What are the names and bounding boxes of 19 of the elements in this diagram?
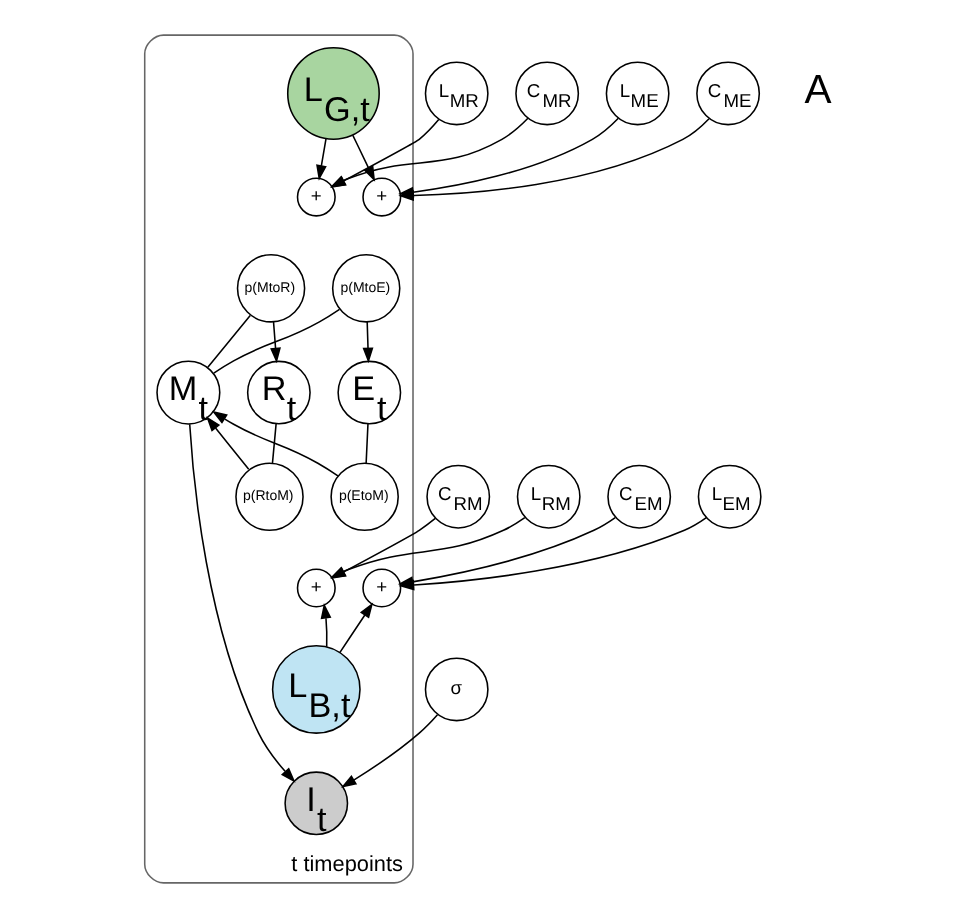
arrow bbox=[315, 138, 326, 181]
connector bbox=[270, 423, 276, 464]
connector bbox=[364, 423, 368, 464]
arrow bbox=[210, 410, 338, 477]
node-circle: + bbox=[295, 568, 335, 608]
connector bbox=[212, 308, 340, 374]
arrow bbox=[338, 602, 373, 654]
node-circle: + bbox=[361, 177, 401, 217]
node-circle: + bbox=[361, 568, 401, 608]
arrow bbox=[187, 423, 295, 783]
arrow bbox=[269, 321, 280, 364]
node-circle: + bbox=[295, 177, 335, 217]
connector bbox=[206, 314, 250, 368]
label: A bbox=[803, 69, 831, 114]
arrow bbox=[361, 321, 373, 364]
arrow bbox=[340, 714, 438, 788]
arrow bbox=[319, 603, 331, 648]
node-circle: σ bbox=[423, 657, 488, 722]
arrow bbox=[205, 416, 249, 471]
